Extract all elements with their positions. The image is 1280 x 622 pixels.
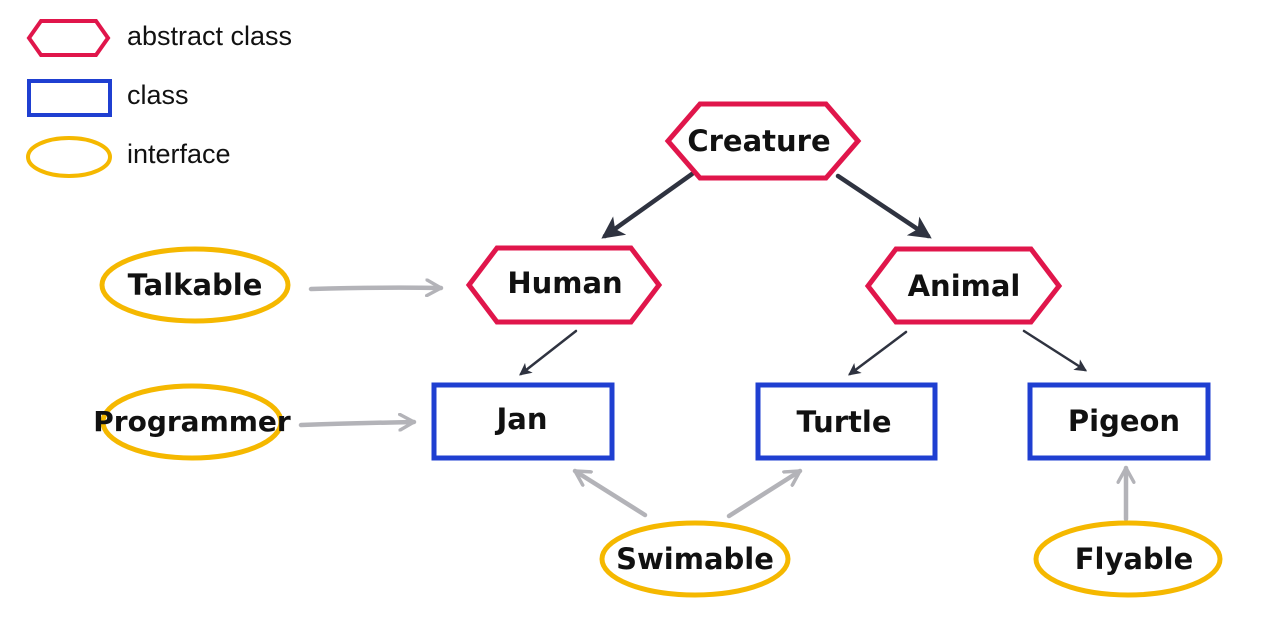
legend-interface-ellipse-icon xyxy=(26,136,112,178)
arrow-creature-to-human xyxy=(601,171,695,239)
swimable-label: Swimable xyxy=(616,542,774,576)
animal-hexagon xyxy=(864,246,1063,325)
interface-swimable: Swimable xyxy=(599,520,791,598)
turtle-label: Turtle xyxy=(796,405,891,439)
class-jan: Jan xyxy=(431,382,615,461)
interface-flyable: Flyable xyxy=(1033,520,1223,598)
arrow-animal-to-turtle xyxy=(848,330,908,376)
arrow-programmer-to-jan xyxy=(298,422,417,425)
human-hexagon xyxy=(465,245,663,325)
jan-rectangle xyxy=(431,382,615,461)
abstract-class-animal: Animal xyxy=(864,246,1063,325)
class-pigeon: Pigeon xyxy=(1027,382,1211,461)
creature-label: Creature xyxy=(687,124,830,158)
legend: abstract class class interface xyxy=(26,19,292,178)
abstract-class-creature: Creature xyxy=(664,101,862,181)
implements-arrows xyxy=(298,288,1126,522)
turtle-rectangle xyxy=(755,382,938,461)
pigeon-label: Pigeon xyxy=(1068,404,1180,438)
legend-interface-label: interface xyxy=(127,139,231,169)
animal-label: Animal xyxy=(908,269,1021,303)
legend-class-label: class xyxy=(127,80,189,110)
human-label: Human xyxy=(507,266,622,300)
talkable-ellipse xyxy=(99,246,291,324)
flyable-ellipse xyxy=(1033,520,1223,598)
arrow-swimable-to-turtle xyxy=(726,468,803,519)
pigeon-rectangle xyxy=(1027,382,1211,461)
flyable-label: Flyable xyxy=(1075,542,1194,576)
interface-talkable: Talkable xyxy=(99,246,291,324)
interface-programmer: Programmer xyxy=(93,383,291,461)
creature-hexagon xyxy=(664,101,862,181)
programmer-ellipse xyxy=(100,383,284,461)
jan-label: Jan xyxy=(494,402,547,436)
inheritance-arrows xyxy=(519,171,1088,376)
programmer-label: Programmer xyxy=(93,405,291,438)
swimable-ellipse xyxy=(599,520,791,598)
class-turtle: Turtle xyxy=(755,382,938,461)
legend-abstract-class-label: abstract class xyxy=(127,21,292,51)
arrow-creature-to-animal xyxy=(835,173,932,239)
talkable-label: Talkable xyxy=(128,268,263,302)
arrow-human-to-jan xyxy=(519,329,578,376)
arrow-swimable-to-jan xyxy=(572,468,648,518)
legend-abstract-class-hexagon-icon xyxy=(26,19,111,57)
legend-class-rectangle-icon xyxy=(27,79,112,117)
arrow-talkable-to-human xyxy=(308,288,444,289)
abstract-class-human: Human xyxy=(465,245,663,325)
arrow-animal-to-pigeon xyxy=(1022,329,1088,372)
